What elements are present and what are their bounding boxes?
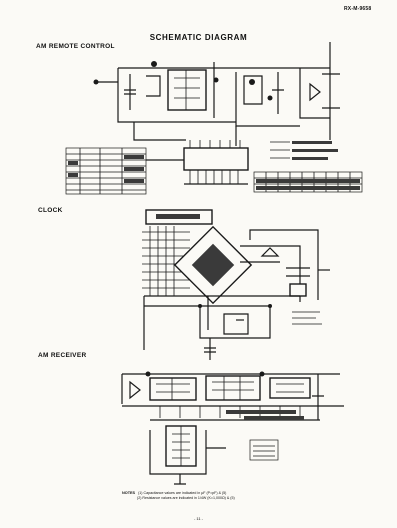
page-code: RX-M-9658 (344, 6, 372, 12)
remote-transistor-block (167, 69, 207, 111)
receiver-spec-box (249, 439, 279, 461)
remote-control-ic (183, 147, 249, 171)
remote-control-circuit (65, 42, 363, 195)
receiver-rf-block (149, 377, 197, 401)
schematic-notes: NOTES(1) Capacitance values are indicate… (122, 491, 352, 500)
section-label-receiver: AM RECEIVER (38, 352, 87, 359)
clock-circuit (142, 209, 330, 360)
remote-pin-table (65, 147, 147, 195)
receiver-if-block (205, 375, 261, 401)
note-line-2: (2) Resistance values are indicated in 1… (137, 495, 235, 500)
remote-segment-table (253, 171, 363, 193)
page-number: - 11 - (193, 516, 204, 521)
notes-label: NOTES (122, 491, 136, 495)
note-line-1: (1) Capacitance values are indicated in … (138, 491, 227, 495)
page-title: SCHEMATIC DIAGRAM (149, 33, 248, 42)
receiver-circuit (121, 371, 344, 485)
section-label-remote: AM REMOTE CONTROL (36, 43, 115, 50)
section-label-clock: CLOCK (38, 207, 63, 214)
